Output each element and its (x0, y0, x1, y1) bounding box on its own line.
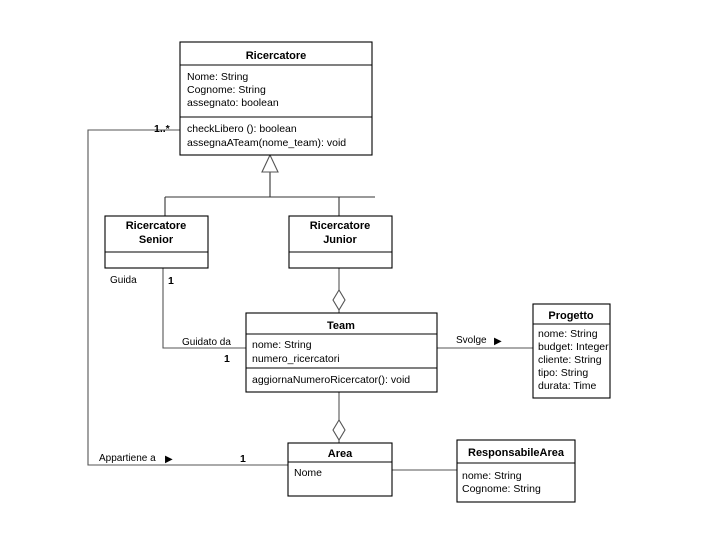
generalization-triangle-icon (261, 153, 279, 173)
link-team-area (332, 392, 346, 443)
class-progetto-attr-0: nome: String (538, 328, 598, 340)
class-team-op-0: aggiornaNumeroRicercator(): void (252, 374, 410, 386)
class-box-team[interactable]: Team nome: String numero_ricercatori agg… (245, 312, 438, 393)
class-senior-name-line1: Ricercatore (126, 220, 187, 232)
link-generalization (164, 153, 375, 216)
class-box-ricercatore-junior[interactable]: Ricercatore Junior (288, 215, 393, 269)
class-progetto-attr-3: tipo: String (538, 367, 588, 379)
aggregation-diamond-icon-area (332, 418, 346, 442)
aggregation-diamond-icon-team (332, 288, 346, 312)
link-senior-team (162, 268, 246, 349)
svolge-arrow-icon: ▶ (494, 336, 502, 347)
class-ricercatore-attr-2: assegnato: boolean (187, 97, 279, 109)
class-ricercatore-name: Ricercatore (246, 50, 307, 62)
multiplicity-guidato-da: 1 (224, 353, 230, 365)
class-responsabile-frame (456, 439, 576, 503)
class-ricercatore-attr-1: Cognome: String (187, 84, 266, 96)
class-progetto-attr-2: cliente: String (538, 354, 602, 366)
class-ricercatore-attr-0: Nome: String (187, 71, 248, 83)
class-senior-name-line2: Senior (139, 234, 174, 246)
class-senior-frame (104, 215, 209, 269)
class-ricercatore-frame (179, 41, 373, 156)
label-guida: Guida (110, 275, 137, 286)
class-junior-frame (288, 215, 393, 269)
class-progetto-attr-4: durata: Time (538, 380, 597, 392)
multiplicity-appartiene-a: 1 (240, 453, 246, 465)
class-team-attr-1: numero_ricercatori (252, 353, 340, 365)
class-area-frame (287, 442, 393, 497)
link-junior-team (332, 268, 346, 313)
link-ricercatore-area (87, 129, 288, 466)
class-progetto-frame (532, 303, 611, 399)
class-box-area[interactable]: Area Nome (287, 442, 393, 497)
label-guidato-da: Guidato da (182, 337, 231, 348)
class-responsabile-name: ResponsabileArea (468, 447, 565, 459)
class-team-frame (245, 312, 438, 393)
class-progetto-name: Progetto (548, 310, 594, 322)
multiplicity-ricercatore: 1..* (154, 123, 171, 135)
link-path-guidato-da (162, 268, 246, 349)
class-area-attr-0: Nome (294, 467, 322, 479)
class-junior-name-line1: Ricercatore (310, 220, 371, 232)
appartiene-a-arrow-icon: ▶ (165, 454, 173, 465)
class-junior-name-line2: Junior (323, 234, 357, 246)
link-path-appartiene (87, 129, 288, 466)
class-area-name: Area (328, 448, 353, 460)
class-box-responsabile-area[interactable]: ResponsabileArea nome: String Cognome: S… (456, 439, 576, 503)
class-box-ricercatore[interactable]: Ricercatore Nome: String Cognome: String… (179, 41, 373, 156)
class-ricercatore-op-0: checkLibero (): boolean (187, 123, 297, 135)
class-team-name: Team (327, 320, 355, 332)
class-team-attr-0: nome: String (252, 339, 312, 351)
label-appartiene-a: Appartiene a (99, 453, 156, 464)
label-svolge: Svolge (456, 335, 487, 346)
class-responsabile-attr-0: nome: String (462, 470, 522, 482)
class-responsabile-attr-1: Cognome: String (462, 483, 541, 495)
class-box-ricercatore-senior[interactable]: Ricercatore Senior (104, 215, 209, 269)
multiplicity-guida: 1 (168, 275, 174, 287)
class-box-progetto[interactable]: Progetto nome: String budget: Integer cl… (532, 303, 611, 399)
class-progetto-attr-1: budget: Integer (538, 341, 609, 353)
class-ricercatore-op-1: assegnaATeam(nome_team): void (187, 137, 346, 149)
